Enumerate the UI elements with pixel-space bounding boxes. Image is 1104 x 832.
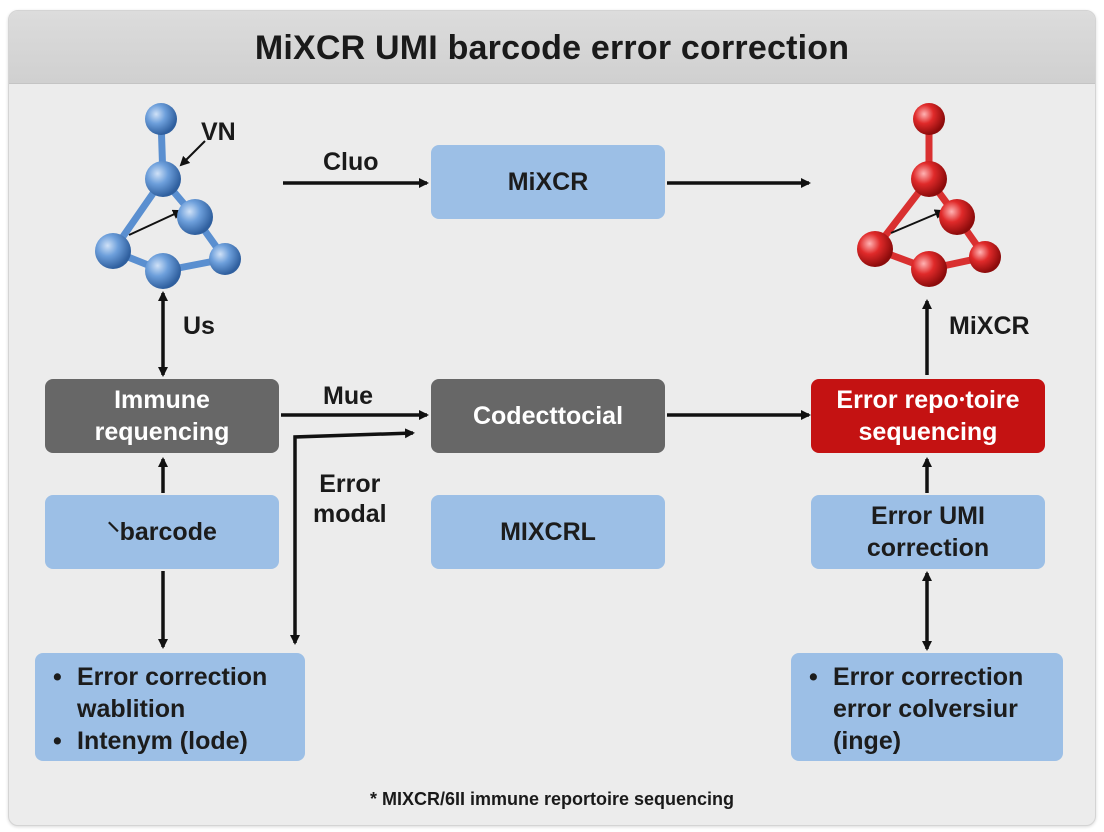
right-molecule-icon (857, 103, 1001, 287)
immune-sequencing-box: Immune requencing (45, 379, 279, 453)
diagram-title: MiXCR UMI barcode error correction (254, 29, 850, 67)
mixcrl-box: MIXCRL (431, 495, 665, 569)
label-us: Us (183, 312, 215, 340)
list-item: Error correction (51, 661, 293, 693)
label-cluo: Cluo (323, 148, 379, 176)
mixcr-top-box: MiXCR (431, 145, 665, 219)
footnote: * MIXCR/6II immune reportoire sequencing (369, 789, 735, 809)
left-list-box: Error correction wablition Intenym (lode… (35, 653, 305, 761)
list-item: Intenym (lode) (51, 725, 293, 757)
label-mue: Mue (323, 382, 373, 410)
codecttocial-box: Codecttocial (431, 379, 665, 453)
list-item: error colversiur (833, 695, 1018, 723)
label-mixcr-right: MiXCR (949, 312, 1030, 340)
title-bar: MiXCR UMI barcode error correction (9, 11, 1095, 84)
error-repertoire-box: Error repo⸱toire sequencing (811, 379, 1045, 453)
list-item: (inge) (833, 727, 902, 755)
arrow-error-modal (290, 428, 415, 645)
list-item: Error correction (807, 661, 1051, 693)
barcode-box: ⸌barcode (45, 495, 279, 569)
list-item: wablition (77, 695, 186, 723)
error-umi-correction-box: Error UMI correction (811, 495, 1045, 569)
label-error-modal: Error modal (313, 470, 387, 528)
left-molecule-icon (95, 103, 241, 289)
connector-layer (95, 103, 1001, 651)
label-vn: VN (201, 118, 236, 146)
right-list-box: Error correction error colversiur (inge) (791, 653, 1063, 761)
diagram-canvas: MiXCR UMI barcode error correction (8, 10, 1096, 826)
